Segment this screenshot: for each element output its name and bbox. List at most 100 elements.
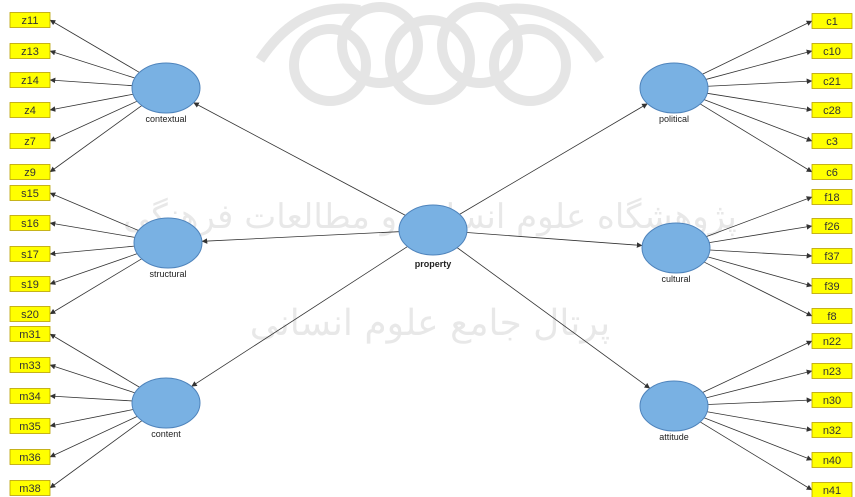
indicator-box: [9, 215, 51, 231]
indicator-f39[interactable]: f39: [811, 278, 853, 294]
indicator-m34[interactable]: m34: [9, 388, 51, 404]
indicator-m36[interactable]: m36: [9, 449, 51, 465]
construct-ellipse: [398, 204, 468, 256]
indicator-label: c21: [823, 76, 841, 88]
indicator-n23[interactable]: n23: [811, 363, 853, 379]
loading-arrow-f18: [706, 196, 813, 238]
indicator-label: n30: [823, 395, 841, 407]
indicator-s19[interactable]: s19: [9, 276, 51, 292]
loading-arrow-n32: [707, 411, 813, 432]
indicator-f18[interactable]: f18: [811, 189, 853, 205]
indicator-m35[interactable]: m35: [9, 418, 51, 434]
edges: [49, 19, 813, 491]
loading-arrow-s20: [49, 258, 142, 315]
indicator-z14[interactable]: z14: [9, 72, 51, 88]
watermark: پژوهشگاه علوم انسانی و مطالعات فرهنگی پر…: [123, 2, 737, 344]
indicator-z9[interactable]: z9: [9, 164, 51, 180]
indicator-box: [811, 248, 853, 264]
indicator-box: [811, 218, 853, 234]
nodes: property contextual z11 z13 z14 z4 z7 z9 structu…: [9, 12, 853, 497]
indicator-label: n40: [823, 455, 841, 467]
construct-ellipse: [641, 222, 711, 274]
loading-arrow-m38: [49, 420, 143, 489]
indicator-label: c28: [823, 105, 841, 117]
indicator-s15[interactable]: s15: [9, 185, 51, 201]
path-arrow-cultural: [466, 232, 643, 248]
indicator-s17[interactable]: s17: [9, 246, 51, 262]
construct-cultural[interactable]: cultural: [641, 222, 711, 284]
indicator-z13[interactable]: z13: [9, 43, 51, 59]
loading-arrow-n23: [706, 369, 813, 399]
indicator-box: [811, 452, 853, 468]
indicator-c28[interactable]: c28: [811, 102, 853, 118]
construct-ellipse: [131, 62, 201, 114]
indicator-z7[interactable]: z7: [9, 133, 51, 149]
indicator-label: z13: [21, 46, 39, 58]
indicator-box: [811, 278, 853, 294]
construct-political[interactable]: political: [639, 62, 709, 124]
indicator-label: n41: [823, 485, 841, 497]
indicator-box: [9, 480, 51, 496]
indicator-box: [811, 392, 853, 408]
indicator-box: [811, 308, 853, 324]
construct-contextual[interactable]: contextual: [131, 62, 201, 124]
indicator-box: [9, 43, 51, 59]
indicator-label: s16: [21, 218, 39, 230]
loading-arrow-c10: [705, 49, 813, 80]
indicator-m33[interactable]: m33: [9, 357, 51, 373]
indicator-s20[interactable]: s20: [9, 306, 51, 322]
indicator-box: [811, 164, 853, 180]
loading-arrow-m36: [49, 416, 138, 458]
indicator-z11[interactable]: z11: [9, 12, 51, 28]
indicator-f8[interactable]: f8: [811, 308, 853, 324]
construct-content[interactable]: content: [131, 377, 201, 439]
indicator-c21[interactable]: c21: [811, 73, 853, 89]
indicator-m38[interactable]: m38: [9, 480, 51, 496]
indicator-c1[interactable]: c1: [811, 13, 853, 29]
indicator-box: [811, 102, 853, 118]
construct-label: structural: [149, 269, 186, 279]
indicator-label: c1: [826, 16, 838, 28]
indicator-label: s19: [21, 279, 39, 291]
loading-arrow-m31: [49, 333, 140, 388]
loading-arrow-c3: [703, 99, 813, 142]
indicator-label: m35: [19, 421, 40, 433]
indicator-box: [9, 276, 51, 292]
indicator-n32[interactable]: n32: [811, 422, 853, 438]
indicator-label: f39: [824, 281, 839, 293]
construct-label: contextual: [145, 114, 186, 124]
indicator-c10[interactable]: c10: [811, 43, 853, 59]
loading-arrow-f39: [707, 256, 813, 288]
construct-structural[interactable]: structural: [133, 217, 203, 279]
construct-attitude[interactable]: attitude: [639, 380, 709, 442]
loading-arrow-c28: [707, 92, 813, 112]
loading-arrow-s19: [49, 253, 138, 285]
indicator-n40[interactable]: n40: [811, 452, 853, 468]
indicator-box: [811, 482, 853, 497]
construct-ellipse: [639, 62, 709, 114]
loading-arrow-s17: [49, 245, 135, 257]
indicator-c3[interactable]: c3: [811, 133, 853, 149]
indicator-label: z14: [21, 75, 39, 87]
loading-arrow-s15: [49, 192, 139, 231]
indicator-m31[interactable]: m31: [9, 326, 51, 342]
indicator-f37[interactable]: f37: [811, 248, 853, 264]
loading-arrow-n30: [707, 397, 813, 405]
indicator-label: n23: [823, 366, 841, 378]
indicator-label: n22: [823, 336, 841, 348]
indicator-z4[interactable]: z4: [9, 102, 51, 118]
indicator-n41[interactable]: n41: [811, 482, 853, 497]
construct-ellipse: [131, 377, 201, 429]
path-arrow-political: [459, 103, 648, 215]
indicator-box: [811, 43, 853, 59]
loading-arrow-z9: [49, 105, 143, 173]
indicator-n30[interactable]: n30: [811, 392, 853, 408]
indicator-f26[interactable]: f26: [811, 218, 853, 234]
indicator-n22[interactable]: n22: [811, 333, 853, 349]
construct-property[interactable]: property: [398, 204, 468, 269]
construct-label: property: [415, 259, 452, 269]
indicator-c6[interactable]: c6: [811, 164, 853, 180]
indicator-s16[interactable]: s16: [9, 215, 51, 231]
loading-arrow-n40: [703, 417, 813, 461]
indicator-label: m31: [19, 329, 40, 341]
